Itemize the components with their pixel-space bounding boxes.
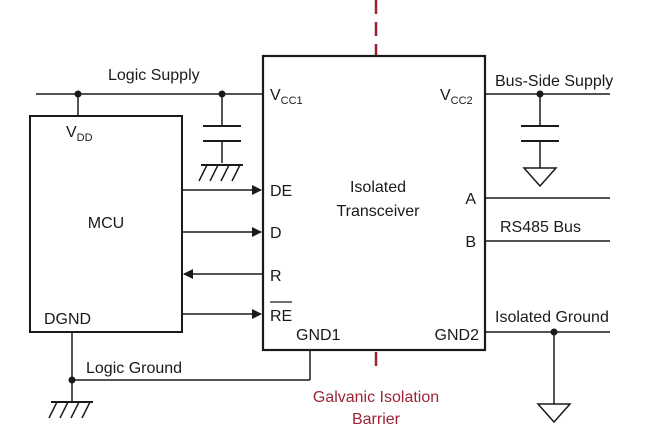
mcu-vdd-label: VDD [66, 124, 93, 144]
pin-b-label: B [465, 234, 476, 251]
pin-d-label: D [270, 225, 282, 242]
gnd1-pin-label: GND1 [296, 327, 341, 344]
isolated-ground-label: Isolated Ground [495, 309, 609, 326]
isolated-ground-net [485, 331, 610, 404]
node-dot [218, 90, 226, 98]
transceiver-block [261, 54, 487, 352]
node-dot [536, 90, 544, 98]
vcc1-pin-label: VCC1 [270, 87, 303, 107]
node-dot [74, 90, 82, 98]
vcc2-pin-label: VCC2 [440, 87, 473, 107]
logic-ground-label: Logic Ground [86, 360, 182, 377]
signal-lines [182, 185, 263, 319]
transceiver-title-line1: Isolated [350, 179, 406, 196]
node-dot [550, 328, 558, 336]
pin-de-label: DE [270, 183, 292, 200]
barrier-label-line2: Barrier [352, 411, 401, 428]
rs485-bus-label: RS485 Bus [500, 219, 581, 236]
node-dot [68, 376, 76, 384]
transceiver-title-line2: Transceiver [337, 203, 421, 220]
mcu-block [29, 115, 183, 333]
chassis-ground-icon [48, 401, 93, 419]
logic-capacitor [203, 125, 241, 163]
bus-supply-net [485, 93, 610, 126]
bus-side-supply-label: Bus-Side Supply [495, 73, 613, 90]
mcu-dgnd-label: DGND [44, 311, 91, 328]
bus-capacitor [521, 125, 559, 168]
logic-ground-net [71, 332, 311, 402]
rs485-bus-lines [485, 197, 610, 242]
ground-triangle-icon [522, 167, 558, 188]
gnd2-pin-label: GND2 [435, 327, 480, 344]
pin-r-label: R [270, 268, 282, 285]
ground-triangle-icon [536, 403, 572, 424]
pin-re-label: RE [270, 308, 292, 325]
chassis-ground-icon [198, 164, 243, 182]
barrier-label-line1: Galvanic Isolation [313, 389, 439, 406]
pin-a-label: A [465, 191, 476, 208]
mcu-name-label: MCU [88, 215, 124, 232]
logic-supply-label: Logic Supply [108, 67, 200, 84]
